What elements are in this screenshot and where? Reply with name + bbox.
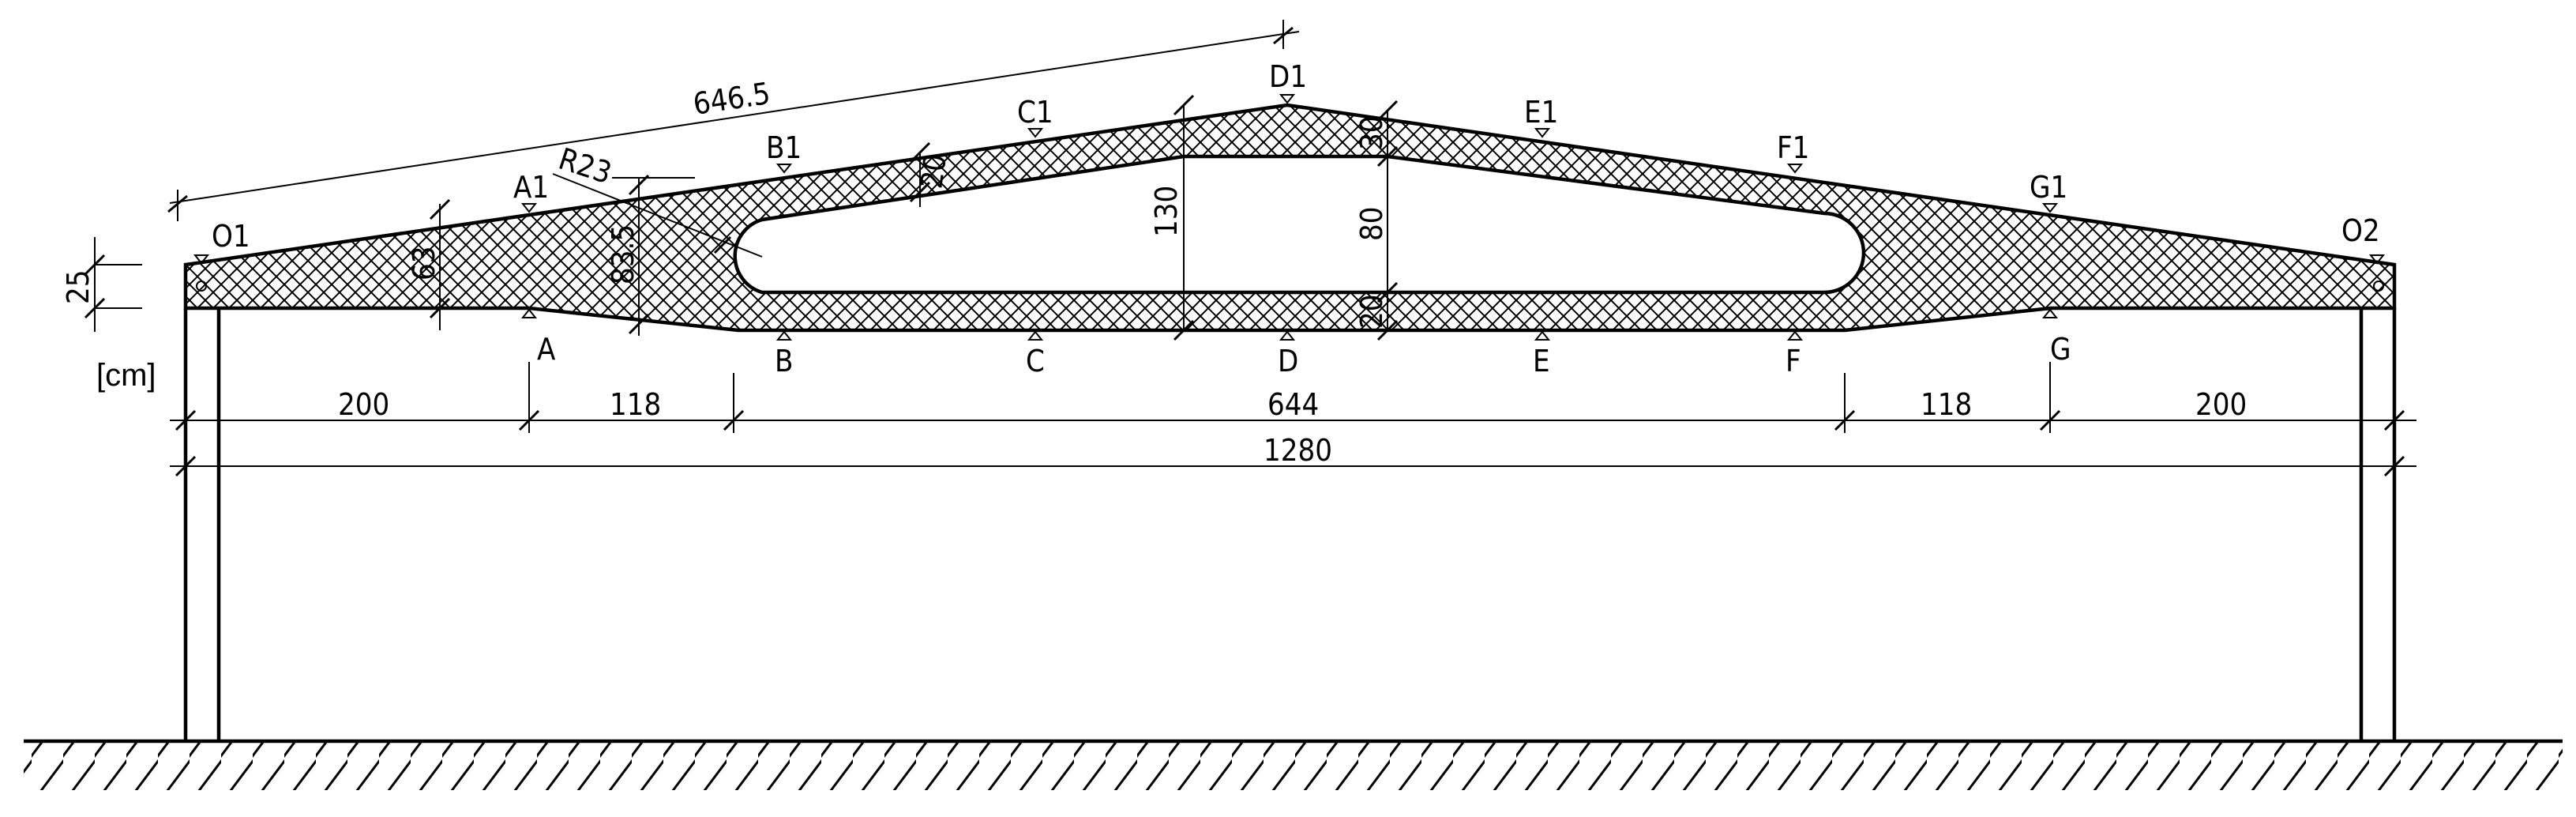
- dim-ridge-depth: 130: [1149, 186, 1184, 237]
- label-A1: A1: [513, 170, 549, 205]
- label-B: B: [775, 344, 793, 378]
- dim-flange-thickness: 20: [914, 152, 953, 190]
- label-E: E: [1533, 344, 1550, 378]
- left-column: [183, 308, 221, 741]
- flange-thickness-dimension: [909, 141, 931, 207]
- end-depth-dimension: [84, 237, 142, 332]
- label-A: A: [537, 332, 556, 367]
- dim-top-slab: 30: [1354, 116, 1389, 151]
- dim-end-depth: 25: [61, 270, 96, 305]
- label-G: G: [2050, 332, 2071, 367]
- right-pin: [2373, 280, 2384, 292]
- unit-label: [cm]: [96, 358, 156, 393]
- span-dimension-lines: [170, 362, 2416, 477]
- depth-a-dimension: [429, 198, 451, 330]
- dim-span-left-taper: 118: [610, 387, 661, 422]
- top-point-markers: [193, 94, 2386, 265]
- ridge-section-dimensions: [1376, 100, 1399, 341]
- dim-depth-b: 83.5: [606, 224, 640, 284]
- label-F1: F1: [1777, 130, 1809, 165]
- label-O1: O1: [212, 219, 250, 254]
- bottom-point-markers: [520, 308, 2059, 341]
- label-C: C: [1026, 344, 1045, 378]
- dim-top-chord: 646.5: [691, 76, 772, 122]
- label-G1: G1: [2030, 170, 2067, 205]
- ridge-depth-dimension: [1173, 94, 1195, 341]
- dim-span-left-end: 200: [338, 387, 389, 422]
- ground: [24, 739, 2563, 790]
- dim-span-right-end: 200: [2195, 387, 2247, 422]
- dim-span-right-taper: 118: [1921, 387, 1972, 422]
- label-B1: B1: [766, 130, 802, 165]
- dim-total-span: 1280: [1264, 433, 1332, 468]
- truss-body: [183, 103, 2397, 333]
- label-D: D: [1278, 344, 1298, 378]
- top-chord-dimension: [167, 20, 1300, 221]
- dim-span-middle: 644: [1267, 387, 1319, 422]
- dim-opening-height: 80: [1354, 207, 1389, 242]
- label-O2: O2: [2341, 213, 2380, 248]
- label-F: F: [1786, 344, 1801, 378]
- right-column: [2359, 308, 2397, 741]
- dim-bottom-slab: 20: [1354, 295, 1389, 329]
- radius-leader: [552, 173, 763, 258]
- dim-opening-radius: R23: [554, 141, 616, 191]
- dim-depth-a: 63: [407, 247, 441, 281]
- depth-b-dimension: [612, 174, 695, 336]
- left-pin: [196, 280, 207, 292]
- label-C1: C1: [1017, 95, 1053, 130]
- label-E1: E1: [1524, 95, 1558, 130]
- label-D1: D1: [1269, 59, 1307, 94]
